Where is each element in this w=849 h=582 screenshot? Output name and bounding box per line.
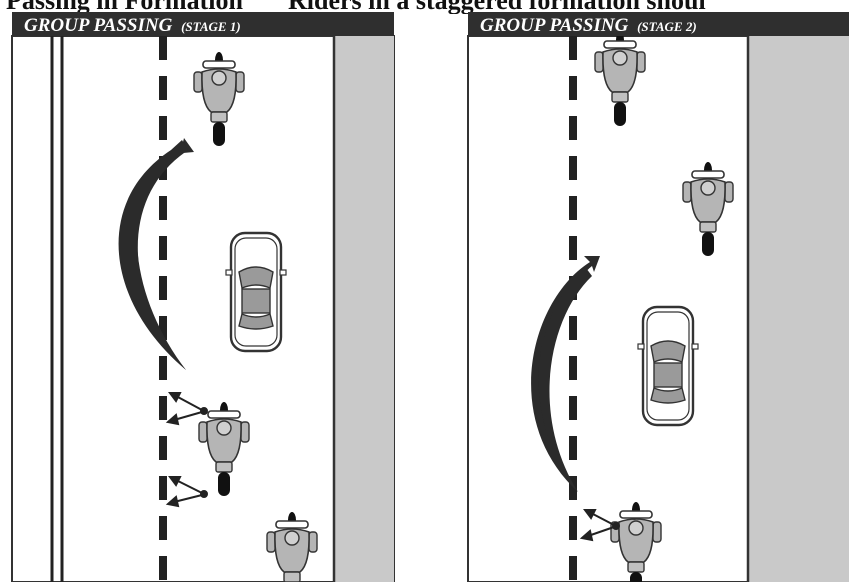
road-shoulder: [334, 36, 394, 582]
panel-title: GROUP PASSING (STAGE 1): [24, 15, 241, 36]
road-shoulder: [748, 36, 849, 582]
car-icon: [638, 307, 698, 425]
panel-stage-2: GROUP PASSING (STAGE 2): [468, 12, 849, 582]
panel-title: GROUP PASSING (STAGE 2): [480, 15, 697, 36]
car-icon: [226, 233, 286, 351]
panel-stage-1: GROUP PASSING (STAGE 1): [12, 12, 394, 582]
